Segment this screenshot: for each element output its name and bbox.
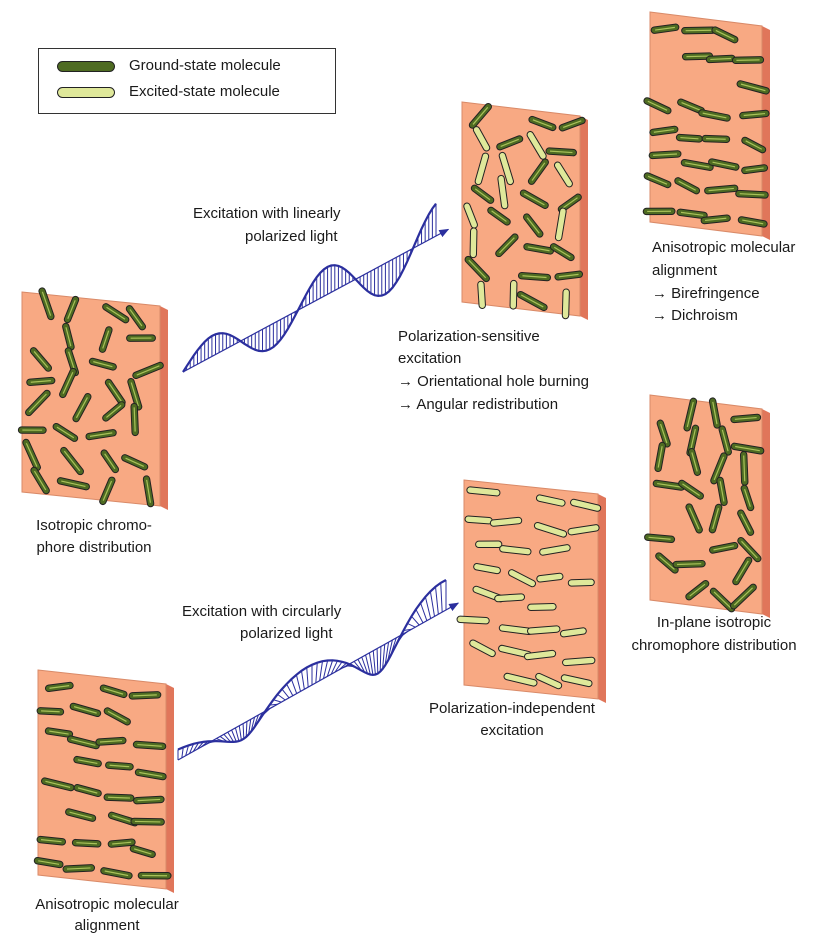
circular-excitation-label-2: polarized light: [240, 624, 333, 643]
in-plane-label-2: chromophore distribution: [606, 636, 822, 655]
wave-field-vector: [320, 661, 323, 680]
legend-ground-label: Ground-state molecule: [129, 57, 281, 74]
wave-field-vector: [243, 724, 244, 739]
wave-field-vector: [441, 583, 442, 612]
excited-molecule: [510, 280, 517, 309]
polarization-independent-plate: [457, 480, 606, 703]
molecule-highlight: [706, 139, 726, 140]
wave-field-vector: [307, 667, 308, 687]
isotropic-plate: [18, 287, 168, 510]
pol-sensitive-label-2: excitation: [398, 349, 461, 368]
excited-molecule: [568, 579, 594, 586]
excited-molecule: [476, 541, 502, 548]
pol-sensitive-label-4: → Angular redistribution: [398, 395, 558, 414]
isotropic-label-1: Isotropic chromo-: [8, 516, 180, 535]
plate-face: [650, 12, 762, 236]
wave-field-vector: [421, 603, 427, 621]
wave-field-vector: [425, 597, 430, 619]
wave-field-vector: [377, 649, 378, 674]
excited-molecule-swatch: [57, 87, 115, 98]
aniso-top-label-2: alignment: [652, 261, 717, 280]
wave-field-vector: [282, 689, 289, 698]
plate-edge: [160, 306, 168, 510]
excited-molecule: [457, 616, 490, 624]
wave-field-vector: [373, 651, 375, 675]
wave-field-vector: [380, 646, 381, 671]
isotropic-label-2: phore distribution: [8, 538, 180, 557]
aniso-top-label-4: → Dichroism: [652, 306, 738, 325]
molecule-highlight: [686, 56, 708, 57]
in-plane-isotropic-plate: [644, 395, 770, 618]
molecule-highlight: [677, 564, 701, 565]
wave-field-vector: [316, 663, 317, 683]
aniso-top-label-3: → Birefringence: [652, 284, 760, 303]
wave-field-vector: [407, 623, 415, 627]
wave-field-vector: [287, 684, 293, 696]
plate-edge: [166, 684, 174, 893]
molecule-highlight: [108, 797, 130, 798]
molecule-highlight: [135, 821, 160, 822]
excited-molecule: [528, 603, 557, 610]
pol-sensitive-label-1: Polarization-sensitive: [398, 327, 540, 346]
anisotropic-top-plate: [643, 12, 770, 240]
wave-field-vector: [235, 728, 238, 741]
wave-field-vector: [273, 700, 281, 702]
linear-excitation-label-2: polarized light: [245, 227, 338, 246]
aniso-top-label-1: Anisotropic molecular: [652, 238, 795, 257]
wave-field-vector: [296, 675, 300, 692]
excited-molecule: [465, 516, 493, 524]
wave-field-vector: [302, 671, 305, 689]
wave-field-vector: [291, 679, 296, 693]
excited-molecule: [562, 289, 569, 319]
aniso-bottom-label-1: Anisotropic molecular: [4, 895, 210, 914]
circular-excitation-label-1: Excitation with circularly: [182, 602, 341, 621]
wave-field-vector: [246, 721, 247, 736]
aniso-bottom-label-2: alignment: [4, 916, 210, 935]
excited-molecule: [478, 281, 486, 309]
legend-excited-label: Excited-state molecule: [129, 83, 280, 100]
linear-excitation-label-1: Excitation with linearly: [193, 204, 341, 223]
wave-field-vector: [278, 694, 286, 700]
ground-molecule-swatch: [57, 61, 115, 72]
polarization-sensitive-plate: [462, 102, 588, 320]
excited-molecule: [494, 594, 524, 602]
wave-field-vector: [416, 609, 423, 622]
pol-independent-label-1: Polarization-independent: [406, 699, 618, 718]
excited-molecule: [470, 228, 477, 258]
wave-field-vector: [430, 591, 434, 616]
anisotropic-bottom-plate: [34, 670, 174, 893]
pol-sensitive-label-3: → Orientational hole burning: [398, 372, 589, 391]
wave-field-vector: [239, 726, 241, 740]
plate-edge: [762, 409, 770, 618]
legend: Ground-state molecule Excited-state mole…: [38, 48, 336, 114]
plate-edge: [580, 116, 588, 320]
plate-edge: [598, 494, 606, 703]
wave-field-vector: [366, 655, 371, 675]
wave-field-vector: [436, 587, 439, 615]
pol-independent-label-2: excitation: [406, 721, 618, 740]
in-plane-label-1: In-plane isotropic: [606, 613, 822, 632]
wave-field-vector: [412, 616, 420, 625]
